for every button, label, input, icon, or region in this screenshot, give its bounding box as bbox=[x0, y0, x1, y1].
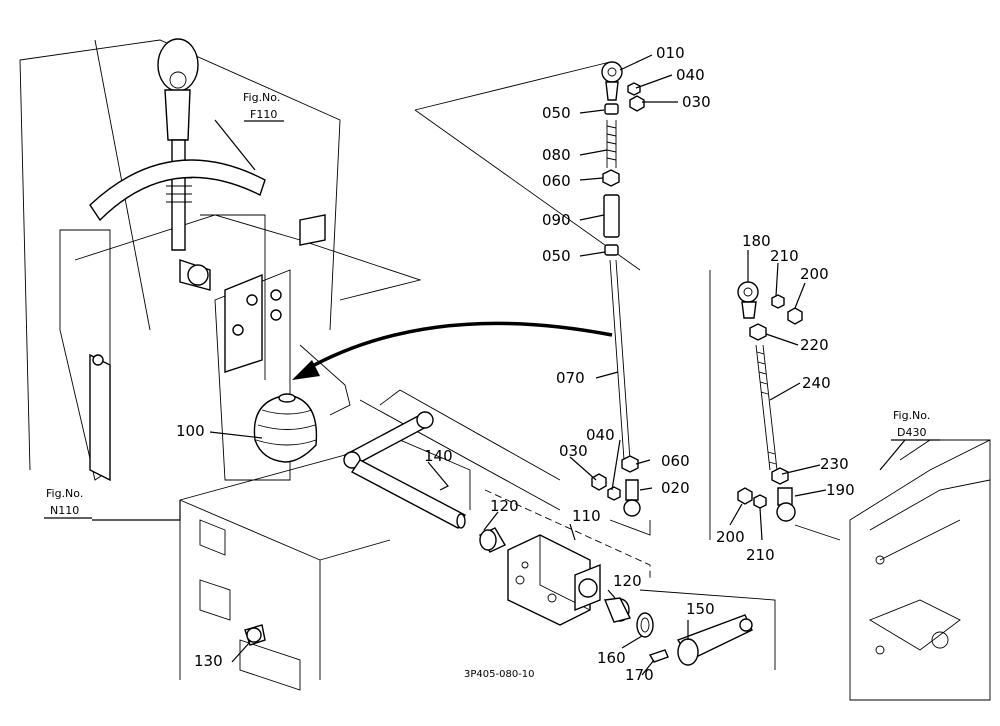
label-050: 050 bbox=[542, 247, 571, 265]
rubber-boot bbox=[253, 393, 318, 463]
label-160: 160 bbox=[597, 649, 626, 667]
lever-shaft-assembly bbox=[343, 411, 506, 553]
right-rod-assembly bbox=[737, 281, 841, 541]
bracket-110 bbox=[507, 534, 601, 626]
shift-lever-assembly bbox=[89, 38, 351, 482]
label-030: 030 bbox=[682, 93, 711, 111]
label-110: 110 bbox=[572, 507, 601, 525]
label-170: 170 bbox=[625, 666, 654, 684]
label-050: 050 bbox=[542, 104, 571, 122]
figure-references: Fig.No. F110 Fig.No. N110 Fig.No. D430 bbox=[44, 91, 940, 519]
label-060: 060 bbox=[542, 172, 571, 190]
fig-ref-f110-prefix: Fig.No. bbox=[243, 91, 280, 104]
label-180: 180 bbox=[742, 232, 771, 250]
label-010: 010 bbox=[656, 44, 685, 62]
assembly-arrow bbox=[292, 321, 613, 380]
lower-rod-end-assembly bbox=[591, 455, 641, 517]
label-070: 070 bbox=[556, 369, 585, 387]
part-labels: 010 040 030 050 080 060 090 050 070 100 … bbox=[176, 44, 855, 684]
fig-ref-d430-prefix: Fig.No. bbox=[893, 409, 930, 422]
label-210: 210 bbox=[770, 247, 799, 265]
label-120: 120 bbox=[613, 572, 642, 590]
label-210: 210 bbox=[746, 546, 775, 564]
label-060: 060 bbox=[661, 452, 690, 470]
label-190: 190 bbox=[826, 481, 855, 499]
label-080: 080 bbox=[542, 146, 571, 164]
label-140: 140 bbox=[424, 447, 453, 465]
label-120: 120 bbox=[490, 497, 519, 515]
leader-lines bbox=[92, 54, 906, 676]
label-200: 200 bbox=[800, 265, 829, 283]
upper-rod-assembly bbox=[601, 61, 645, 461]
fig-ref-d430-code: D430 bbox=[897, 426, 926, 439]
label-100: 100 bbox=[176, 422, 205, 440]
label-040: 040 bbox=[676, 66, 705, 84]
label-240: 240 bbox=[802, 374, 831, 392]
fig-ref-f110-code: F110 bbox=[250, 108, 277, 121]
label-090: 090 bbox=[542, 211, 571, 229]
label-040: 040 bbox=[586, 426, 615, 444]
exploded-frame-lines bbox=[414, 61, 776, 670]
label-020: 020 bbox=[661, 479, 690, 497]
label-220: 220 bbox=[800, 336, 829, 354]
drawing-code: 3P405-080-10 bbox=[464, 669, 535, 680]
label-150: 150 bbox=[686, 600, 715, 618]
fig-ref-n110-prefix: Fig.No. bbox=[46, 487, 83, 500]
machine-frame-outline bbox=[19, 39, 561, 691]
label-230: 230 bbox=[820, 455, 849, 473]
fig-ref-n110-code: N110 bbox=[50, 504, 79, 517]
label-200: 200 bbox=[716, 528, 745, 546]
label-030: 030 bbox=[559, 442, 588, 460]
gearbox-outline bbox=[849, 439, 991, 701]
lower-bushing-and-arm bbox=[244, 597, 753, 666]
label-130: 130 bbox=[194, 652, 223, 670]
